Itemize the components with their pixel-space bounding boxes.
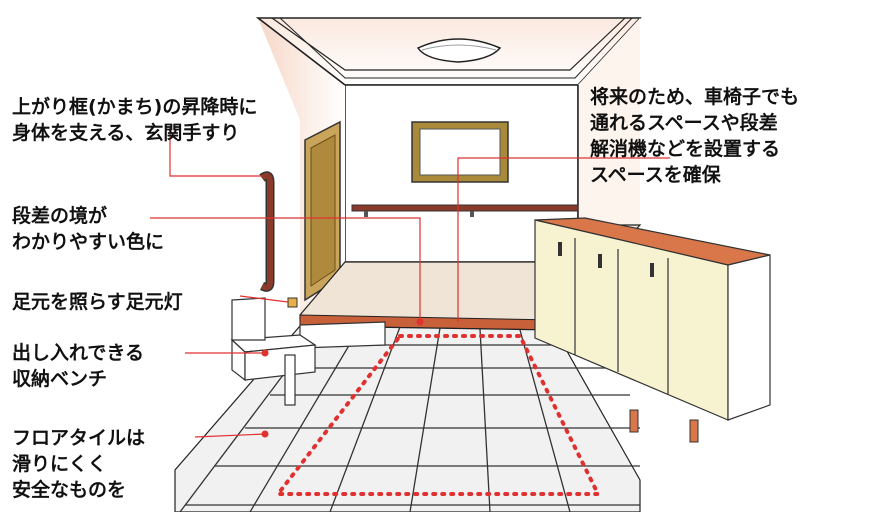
ceiling-light-icon <box>416 38 502 63</box>
foot-light-icon <box>287 297 298 308</box>
label-foot-light: 足元を照らす足元灯 <box>12 291 183 313</box>
marker-dots <box>261 318 424 438</box>
label-bench: 出し入れできる 収納ベンチ <box>12 342 145 390</box>
leader-foot-light <box>239 295 289 303</box>
vertical-handrail <box>259 171 275 292</box>
label-future-space: 将来のため、車椅子でも 通れるスペースや段差 解消機などを設置する スペースを確… <box>590 86 800 186</box>
label-floor-tile: フロアタイルは 滑りにくく 安全なものを <box>12 427 146 501</box>
back-handrail <box>351 204 579 217</box>
right-wall <box>578 18 640 225</box>
shoe-cabinet <box>534 217 771 443</box>
leader-lines <box>150 128 670 438</box>
label-handrail: 上がり框(かまち)の昇降時に 身体を支える、玄関手すり <box>12 96 258 144</box>
leader-future-space <box>457 157 670 322</box>
leader-floor-tile <box>194 433 266 438</box>
leader-step-color <box>150 217 421 322</box>
leader-handrail <box>169 128 262 177</box>
label-step-color: 段差の境が わかりやすい色に <box>12 205 165 253</box>
wall-picture <box>411 121 509 183</box>
